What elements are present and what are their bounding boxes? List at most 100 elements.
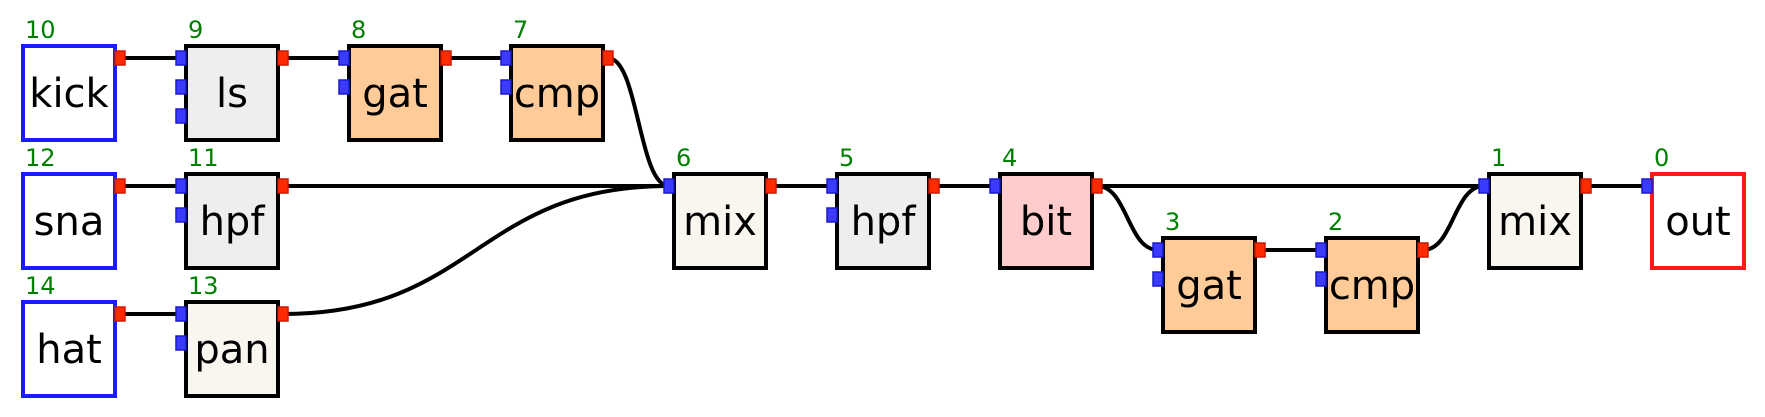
node-id: 3 <box>1165 208 1180 236</box>
wire-layer <box>120 56 1647 316</box>
output-port[interactable] <box>602 50 614 66</box>
node-id: 0 <box>1654 144 1669 172</box>
node-layer: kick10ls9gat8cmp7sna12hpf11hat14pan13mix… <box>21 16 1746 398</box>
output-port[interactable] <box>277 178 289 194</box>
node-label: hpf <box>200 199 266 245</box>
node-label: sna <box>34 199 105 245</box>
wire-2-to-1 <box>1422 184 1485 252</box>
input-port-2[interactable] <box>500 79 512 95</box>
node-id: 4 <box>1002 144 1017 172</box>
node-label: bit <box>1020 199 1072 245</box>
node-box[interactable] <box>21 172 117 270</box>
output-port[interactable] <box>1254 242 1266 258</box>
node-label: ls <box>216 71 248 117</box>
node-11-hpf[interactable]: hpf 11 <box>175 144 289 270</box>
node-id: 11 <box>188 144 219 172</box>
node-box[interactable] <box>347 44 443 142</box>
node-label: cmp <box>514 71 600 117</box>
node-id: 1 <box>1491 144 1506 172</box>
node-2-cmp[interactable]: cmp 2 <box>1315 208 1429 334</box>
node-box[interactable] <box>998 172 1094 270</box>
node-box[interactable] <box>184 172 280 270</box>
node-label: mix <box>1498 199 1572 245</box>
node-id: 9 <box>188 16 203 44</box>
output-port[interactable] <box>765 178 777 194</box>
node-id: 12 <box>25 144 56 172</box>
output-port[interactable] <box>114 306 126 322</box>
node-label: pan <box>194 327 269 373</box>
output-port[interactable] <box>1580 178 1592 194</box>
node-id: 10 <box>25 16 56 44</box>
output-port[interactable] <box>928 178 940 194</box>
wire-7-to-6 <box>607 56 670 188</box>
node-box[interactable] <box>1650 172 1746 270</box>
node-box[interactable] <box>184 44 280 142</box>
input-port-1[interactable] <box>989 178 1001 194</box>
node-label: hat <box>36 327 102 373</box>
node-label: cmp <box>1329 263 1415 309</box>
node-10-kick[interactable]: kick 10 <box>21 16 126 142</box>
input-port-1[interactable] <box>1315 242 1327 258</box>
input-port-2[interactable] <box>338 79 350 95</box>
input-port-1[interactable] <box>175 50 187 66</box>
node-5-hpf[interactable]: hpf 5 <box>826 144 940 270</box>
node-id: 8 <box>351 16 366 44</box>
output-port[interactable] <box>1417 242 1429 258</box>
node-box[interactable] <box>509 44 605 142</box>
node-box[interactable] <box>1487 172 1583 270</box>
node-label: gat <box>362 71 428 117</box>
node-label: mix <box>683 199 757 245</box>
node-box[interactable] <box>21 300 117 398</box>
input-port-1[interactable] <box>1152 242 1164 258</box>
node-box[interactable] <box>184 300 280 398</box>
node-0-out[interactable]: out 0 <box>1641 144 1746 270</box>
input-port-1[interactable] <box>663 178 675 194</box>
node-7-cmp[interactable]: cmp 7 <box>500 16 614 142</box>
node-6-mix[interactable]: mix 6 <box>663 144 777 270</box>
input-port-1[interactable] <box>1478 178 1490 194</box>
node-label: out <box>1665 199 1731 245</box>
input-port-3[interactable] <box>175 108 187 124</box>
node-13-pan[interactable]: pan 13 <box>175 272 289 398</box>
node-label: kick <box>29 71 109 117</box>
output-port[interactable] <box>1091 178 1103 194</box>
input-port-2[interactable] <box>175 335 187 351</box>
input-port-2[interactable] <box>826 207 838 223</box>
node-id: 13 <box>188 272 219 300</box>
node-box[interactable] <box>835 172 931 270</box>
node-box[interactable] <box>672 172 768 270</box>
node-box[interactable] <box>21 44 117 142</box>
node-8-gat[interactable]: gat 8 <box>338 16 452 142</box>
input-port-1[interactable] <box>826 178 838 194</box>
input-port-1[interactable] <box>175 178 187 194</box>
node-id: 5 <box>839 144 854 172</box>
input-port-1[interactable] <box>175 306 187 322</box>
node-id: 2 <box>1328 208 1343 236</box>
input-port-2[interactable] <box>175 79 187 95</box>
node-1-mix[interactable]: mix 1 <box>1478 144 1592 270</box>
node-label: hpf <box>851 199 917 245</box>
input-port-1[interactable] <box>1641 178 1653 194</box>
input-port-1[interactable] <box>500 50 512 66</box>
input-port-2[interactable] <box>175 207 187 223</box>
node-id: 6 <box>676 144 691 172</box>
output-port[interactable] <box>114 178 126 194</box>
node-12-sna[interactable]: sna 12 <box>21 144 126 270</box>
node-label: gat <box>1176 263 1242 309</box>
node-box[interactable] <box>1161 236 1257 334</box>
wire-13-to-6 <box>282 184 670 316</box>
input-port-2[interactable] <box>1315 271 1327 287</box>
node-id: 14 <box>25 272 56 300</box>
output-port[interactable] <box>440 50 452 66</box>
output-port[interactable] <box>277 306 289 322</box>
node-3-gat[interactable]: gat 3 <box>1152 208 1266 334</box>
node-14-hat[interactable]: hat 14 <box>21 272 126 398</box>
node-9-ls[interactable]: ls 9 <box>175 16 289 142</box>
node-id: 7 <box>513 16 528 44</box>
output-port[interactable] <box>114 50 126 66</box>
output-port[interactable] <box>277 50 289 66</box>
input-port-1[interactable] <box>338 50 350 66</box>
input-port-2[interactable] <box>1152 271 1164 287</box>
